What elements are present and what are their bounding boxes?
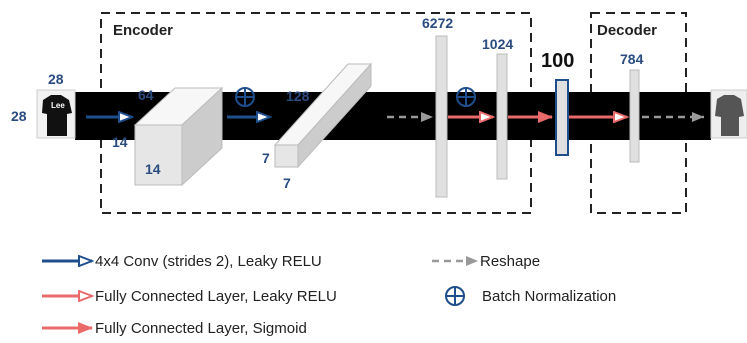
conv-block-2 [273,62,373,169]
conv1-width-label: 14 [145,161,161,177]
legend-fc-leaky-label: Fully Connected Layer, Leaky RELU [95,288,337,305]
dense-784-label: 784 [620,51,644,67]
legend: 4x4 Conv (strides 2), Leaky RELU Fully C… [42,253,616,337]
latent-100-label: 100 [541,50,574,72]
encoder-title: Encoder [113,22,173,39]
conv2-depth-label: 128 [286,88,310,104]
dense-bar-6272 [435,35,448,198]
input-dim-left: 28 [11,108,27,124]
latent-bar-100 [555,79,569,156]
input-dim-top: 28 [48,71,64,87]
legend-reshape-label: Reshape [480,253,540,270]
dense-6272-label: 6272 [422,15,453,31]
decoder-title: Decoder [597,22,657,39]
conv2-height-label: 7 [262,150,270,166]
output-image [710,89,747,139]
dense-bar-784 [629,69,640,163]
input-image: Lee [36,89,76,139]
conv1-height-label: 14 [112,134,128,150]
legend-batchnorm-label: Batch Normalization [482,288,616,305]
batchnorm-icon-2 [456,87,476,107]
conv2-width-label: 7 [283,175,291,191]
conv-block-1 [133,86,224,187]
shirt-logo-text: Lee [51,101,65,110]
dense-bar-1024 [496,53,508,180]
dense-1024-label: 1024 [482,36,513,52]
legend-conv-label: 4x4 Conv (strides 2), Leaky RELU [95,253,322,270]
conv1-depth-label: 64 [138,87,154,103]
legend-fc-sigmoid-label: Fully Connected Layer, Sigmoid [95,320,307,337]
batchnorm-icon-1 [235,87,255,107]
legend-batchnorm-icon [445,286,465,306]
